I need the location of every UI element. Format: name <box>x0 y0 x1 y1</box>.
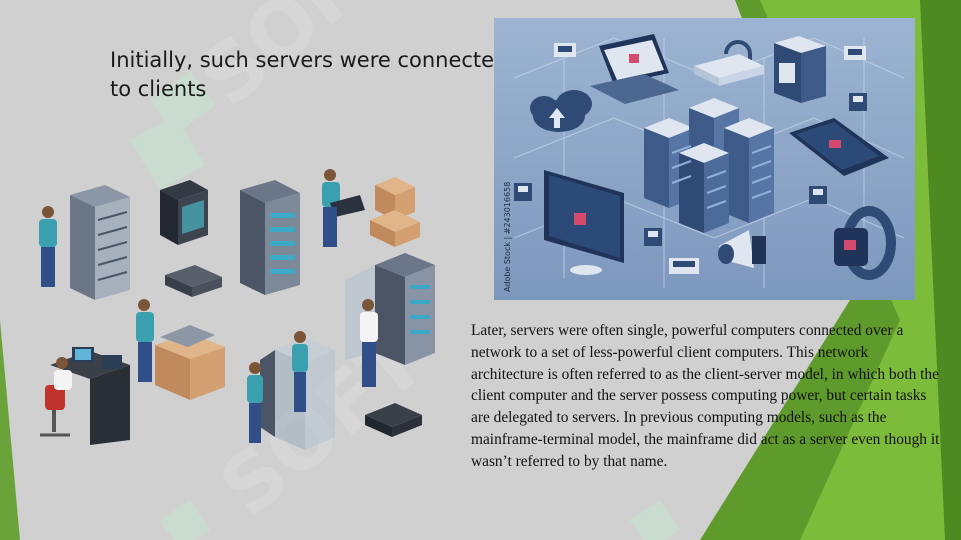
glass-cabinet-icon <box>260 337 335 450</box>
person-icon <box>322 169 365 247</box>
laptop-icon <box>590 34 679 104</box>
slide-heading: Initially, such servers were connected t… <box>110 48 508 101</box>
padlock-icon <box>694 40 764 86</box>
monitor-icon <box>544 170 624 275</box>
person-icon <box>247 362 263 443</box>
watermark-logo <box>130 70 680 540</box>
network-node-icon <box>514 43 867 274</box>
office-chair-icon <box>40 385 70 437</box>
person-icon <box>136 299 154 382</box>
person-icon <box>54 357 72 390</box>
server-rack-icon <box>644 98 774 233</box>
server-rack-icon <box>774 36 826 103</box>
server-rack-icon <box>240 180 300 295</box>
server-rack-icon <box>70 185 130 300</box>
box-icon <box>370 177 420 247</box>
person-icon <box>39 206 57 287</box>
cloud-icon <box>530 90 592 132</box>
server-rack-icon <box>345 253 435 365</box>
desk-workstation-icon <box>50 347 130 445</box>
slide-body-text: Later, servers were often single, powerf… <box>471 322 940 470</box>
megaphone-icon <box>718 230 766 268</box>
photo-credit: Adobe Stock | #243016658 <box>503 181 512 292</box>
network-infrastructure-photo <box>494 18 915 300</box>
server-unit-icon <box>165 265 222 297</box>
server-unit-icon <box>365 403 422 437</box>
person-icon <box>360 299 378 387</box>
network-cabinet-icon <box>160 180 208 245</box>
server-room-illustration <box>39 169 435 450</box>
phone-icon <box>789 118 889 176</box>
person-icon <box>292 331 308 412</box>
network-illustration <box>494 18 915 300</box>
smartwatch-icon <box>834 206 896 280</box>
box-icon <box>155 325 225 400</box>
